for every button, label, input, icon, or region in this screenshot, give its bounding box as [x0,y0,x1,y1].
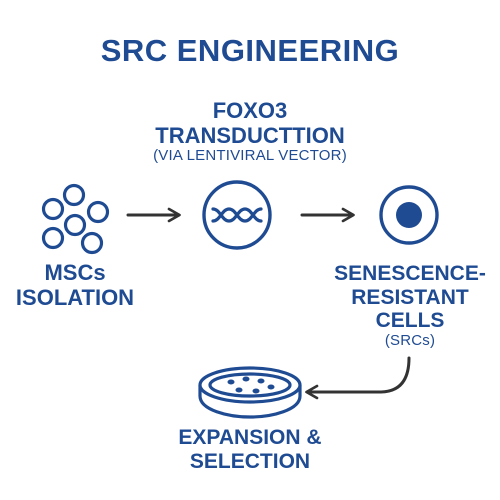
expansion-label: EXPANSION & SELECTION [140,426,360,473]
expansion-label-line-1: EXPANSION & [178,426,322,449]
single-cell-icon [379,185,439,245]
isolation-label: MSCs ISOLATION [5,260,145,310]
dna-helix-icon [202,180,272,250]
petri-dish-icon [198,366,302,419]
src-label-line-2: RESISTANT [351,285,469,309]
transduction-label: FOXO3 TRANSDUCTTION (VIA LENTIVIRAL VECT… [100,98,400,165]
src-label: SENESCENCE- RESISTANT CELLS (SRCs) [320,262,500,349]
expansion-label-line-2: SELECTION [189,449,311,473]
src-subtitle: (SRCs) [384,331,436,349]
transduction-label-line-2: TRANSDUCTTION [155,122,345,148]
src-label-line-1: SENESCENCE- [334,262,486,285]
transduction-label-line-1: FOXO3 [212,98,288,123]
diagram-title: SRC ENGINEERING [100,33,400,68]
transduction-subtitle: (VIA LENTIVIRAL VECTOR) [153,147,347,165]
isolation-label-line-2: ISOLATION [15,284,135,310]
isolation-label-line-1: MSCs [44,260,106,285]
arrow-src-to-expansion [305,356,411,400]
cell-cluster-icon [41,183,110,255]
src-label-line-3: CELLS [375,309,445,333]
